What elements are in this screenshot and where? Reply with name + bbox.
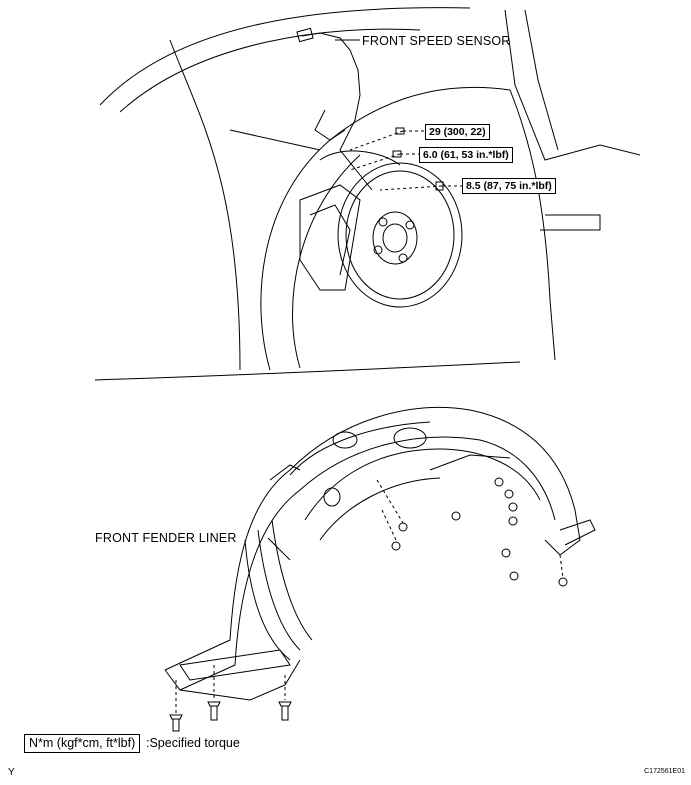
torque-box-1: 29 (300, 22) [425,124,490,140]
clip-icons [169,477,568,732]
brake-disc-assembly [299,150,463,308]
torque-box-3: 8.5 (87, 75 in.*lbf) [462,178,556,194]
front-fender-liner-label: FRONT FENDER LINER [95,531,237,545]
fender-liner-bumps [323,427,427,507]
torque-box-2: 6.0 (61, 53 in.*lbf) [419,147,513,163]
torque-legend-description: :Specified torque [146,736,240,750]
vehicle-body-outline [94,7,641,381]
corner-mark-left: Y [8,767,15,778]
leader-lines [267,39,360,561]
clip-leaders [175,479,564,715]
front-speed-sensor-label: FRONT SPEED SENSOR [362,34,511,48]
figure-code: C172561E01 [644,768,685,775]
fender-liner-outline [164,407,596,701]
torque-unit-legend: N*m (kgf*cm, ft*lbf) [24,734,141,753]
bolt-icons-top [392,127,444,191]
dashed-leaders [349,130,462,191]
speed-sensor-wire [296,27,373,191]
